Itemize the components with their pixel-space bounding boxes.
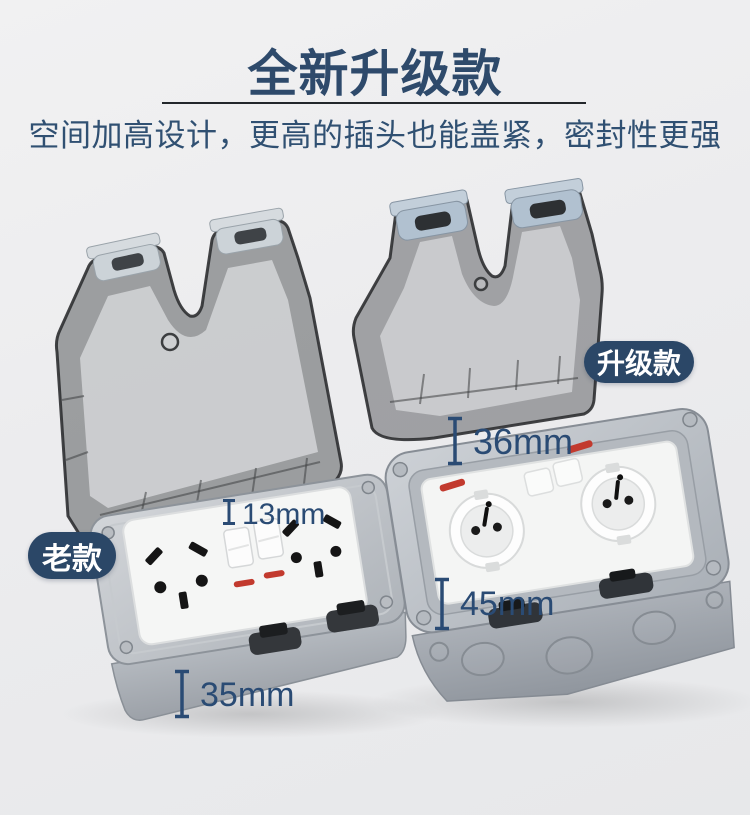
page-subtitle: 空间加高设计，更高的插头也能盖紧，密封性更强 [28, 118, 722, 153]
old-lid-screw-hole [160, 332, 180, 352]
product-upgraded-model [351, 178, 735, 702]
upgraded-center-modules [523, 457, 584, 497]
badge-old-model: 老款 [28, 532, 116, 579]
dimension-callout-old-lid-clearance: 13mm [221, 498, 325, 530]
upgraded-lid [351, 178, 604, 442]
upgraded-lid-latch-left [389, 189, 469, 241]
red-indicator [233, 578, 255, 588]
dimension-marker-icon [435, 577, 449, 631]
schuko-socket-left [448, 489, 525, 573]
schuko-socket-right [580, 462, 657, 546]
old-lid-latch-left [86, 232, 161, 282]
knockout-circles [429, 591, 724, 677]
dimension-marker-icon [175, 669, 189, 719]
upgraded-box-hinges [488, 568, 654, 629]
upgraded-box [384, 408, 735, 702]
universal-socket-left [145, 541, 208, 610]
dimension-marker-icon [448, 416, 462, 466]
red-indicator [567, 440, 593, 454]
badge-upgraded-model: 升级款 [584, 341, 694, 383]
title-underline [162, 102, 586, 104]
upgraded-box-screws [392, 411, 722, 626]
dimension-callout-old-body-depth: 35mm [173, 669, 294, 719]
badge-upgraded-label: 升级款 [596, 348, 681, 379]
dimension-value: 45mm [460, 585, 555, 623]
badge-old-label: 老款 [42, 542, 102, 576]
dimension-callout-upgraded-lid-clearance: 36mm [446, 416, 573, 466]
old-base-hinges [248, 600, 379, 655]
dimension-value: 35mm [200, 676, 295, 714]
red-indicator [439, 478, 466, 492]
old-base [89, 473, 407, 721]
old-rocker-switches [223, 517, 285, 588]
dimension-marker-icon [223, 499, 235, 525]
upgraded-lid-screw-hole [473, 276, 489, 292]
universal-socket-right [282, 514, 342, 578]
old-lid [54, 207, 343, 542]
page-title: 全新升级款 [247, 46, 503, 102]
dimension-value: 36mm [473, 421, 574, 462]
product-old-model [54, 207, 407, 721]
old-lid-latch-right [209, 207, 284, 255]
dimension-callout-upgraded-body-depth: 45mm [433, 577, 554, 631]
dimension-value: 13mm [242, 498, 326, 531]
upgraded-lid-latch-right [504, 178, 584, 229]
red-indicator [263, 570, 285, 579]
